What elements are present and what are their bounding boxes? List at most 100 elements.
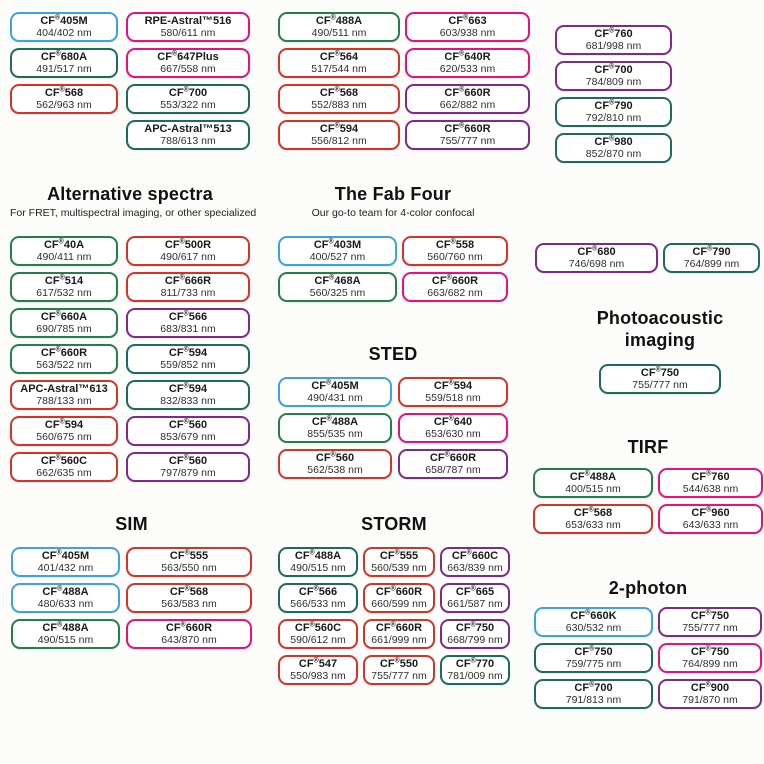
dye-name: CF®568 [319, 85, 359, 99]
dye-name: CF®665 [455, 584, 495, 598]
dye-name: CF®568 [44, 85, 84, 99]
dye-wavelengths: 661/587 nm [447, 598, 503, 610]
dye-name: CF®488A [42, 620, 89, 634]
dye-name: CF®405M [311, 378, 359, 392]
dye-name: CF®700 [574, 680, 613, 694]
dye-name: APC-Astral™513 [144, 122, 232, 135]
dye-wavelengths: 617/532 nm [36, 287, 92, 299]
dye-wavelengths: 667/558 nm [160, 63, 216, 75]
dye-wavelengths: 560/539 nm [371, 562, 427, 574]
dye-name: CF®660K [570, 608, 617, 622]
dye-name: CF®594 [44, 417, 84, 431]
dye-name: CF®750 [574, 644, 613, 658]
dye-name: CF®700 [168, 85, 208, 99]
dye-name: CF®514 [44, 273, 84, 287]
dye-wavelengths: 791/870 nm [682, 694, 738, 706]
dye-wavelengths: 755/777 nm [632, 379, 688, 391]
dye-wavelengths: 590/612 nm [290, 634, 346, 646]
section-title: The Fab Four [334, 184, 452, 204]
dye-name: CF®560 [168, 417, 208, 431]
dye-name: RPE-Astral™516 [144, 14, 232, 27]
dye-name: CF®660R [431, 273, 479, 287]
dye-name: CF®594 [319, 121, 359, 135]
dye-name: CF®660A [40, 309, 88, 323]
dye-wavelengths: 660/599 nm [371, 598, 427, 610]
dye-wavelengths: 562/538 nm [307, 464, 363, 476]
dye-name: CF®403M [313, 237, 362, 251]
dye-name: CF®594 [168, 345, 208, 359]
dye-name: CF®666R [164, 273, 212, 287]
section-title: Alternative spectra [47, 184, 213, 204]
section-subtitle: Our go-to team for 4-color confocal [311, 207, 475, 219]
dye-wavelengths: 480/633 nm [37, 598, 94, 610]
dye-name: CF®488A [569, 469, 617, 483]
dye-wavelengths: 563/550 nm [161, 562, 217, 574]
dye-name: CF®568 [169, 584, 209, 598]
dye-name: CF®405M [41, 548, 90, 562]
dye-name: CF®640 [433, 414, 473, 428]
dye-wavelengths: 681/998 nm [585, 40, 642, 52]
dye-name: CF®660R [429, 450, 477, 464]
dye-name: CF®564 [319, 49, 359, 63]
dye-wavelengths: 811/733 nm [160, 287, 216, 299]
dye-wavelengths: 559/518 nm [425, 392, 481, 404]
dye-name: CF®560C [294, 620, 342, 634]
dye-wavelengths: 653/633 nm [565, 519, 621, 531]
dye-wavelengths: 560/675 nm [36, 431, 92, 443]
dye-wavelengths: 662/882 nm [439, 99, 496, 111]
dye-name: CF®488A [42, 584, 89, 598]
dye-wavelengths: 566/533 nm [290, 598, 346, 610]
dye-name: CF®700 [594, 62, 633, 76]
dye-wavelengths: 755/777 nm [439, 135, 496, 147]
dye-wavelengths: 855/535 nm [307, 428, 363, 440]
section-title: SIM [115, 514, 148, 534]
dye-wavelengths: 853/679 nm [160, 431, 216, 443]
dye-wavelengths: 764/899 nm [683, 258, 740, 270]
dye-wavelengths: 580/611 nm [160, 27, 216, 39]
dye-name: CF®660R [375, 584, 423, 598]
dye-wavelengths: 563/522 nm [36, 359, 92, 371]
dye-name: CF®40A [43, 237, 85, 251]
dye-name: CF®488A [311, 414, 359, 428]
dye-wavelengths: 490/617 nm [160, 251, 216, 263]
dye-name: CF®660R [40, 345, 88, 359]
dye-name: CF®647Plus [157, 49, 219, 63]
dye-name: CF®750 [455, 620, 495, 634]
dye-wavelengths: 683/831 nm [160, 323, 216, 335]
section-fab-four: The Fab Four Our go-to team for 4-color … [278, 183, 508, 302]
dye-wavelengths: 491/517 nm [36, 63, 92, 75]
dye-name: APC-Astral™613 [20, 382, 108, 395]
